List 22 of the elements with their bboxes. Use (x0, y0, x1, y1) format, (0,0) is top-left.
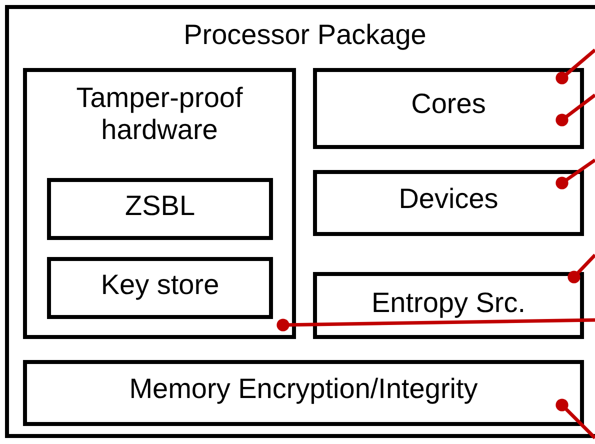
box-label: ZSBL (124, 190, 196, 222)
box-label: Cores (410, 88, 487, 120)
component-box (313, 68, 584, 149)
box-label: Entropy Src. (370, 287, 527, 319)
box-label: Tamper-proof hardware (75, 82, 244, 146)
leader-line (556, 48, 595, 84)
leader-line (276, 318, 595, 332)
leader-line (556, 158, 595, 190)
component-box (313, 272, 584, 339)
component-box (313, 170, 584, 236)
box-label: Processor Package (182, 19, 428, 51)
component-box (47, 178, 273, 240)
component-box (23, 68, 296, 339)
package-box (5, 5, 595, 438)
leader-line (568, 254, 595, 284)
box-label: Key store (100, 269, 220, 301)
box-label: Memory Encryption/Integrity (128, 373, 479, 405)
leader-line (556, 398, 595, 440)
component-box (23, 360, 584, 426)
leader-line (556, 94, 595, 126)
component-box (47, 257, 273, 319)
box-label: Devices (398, 183, 500, 215)
